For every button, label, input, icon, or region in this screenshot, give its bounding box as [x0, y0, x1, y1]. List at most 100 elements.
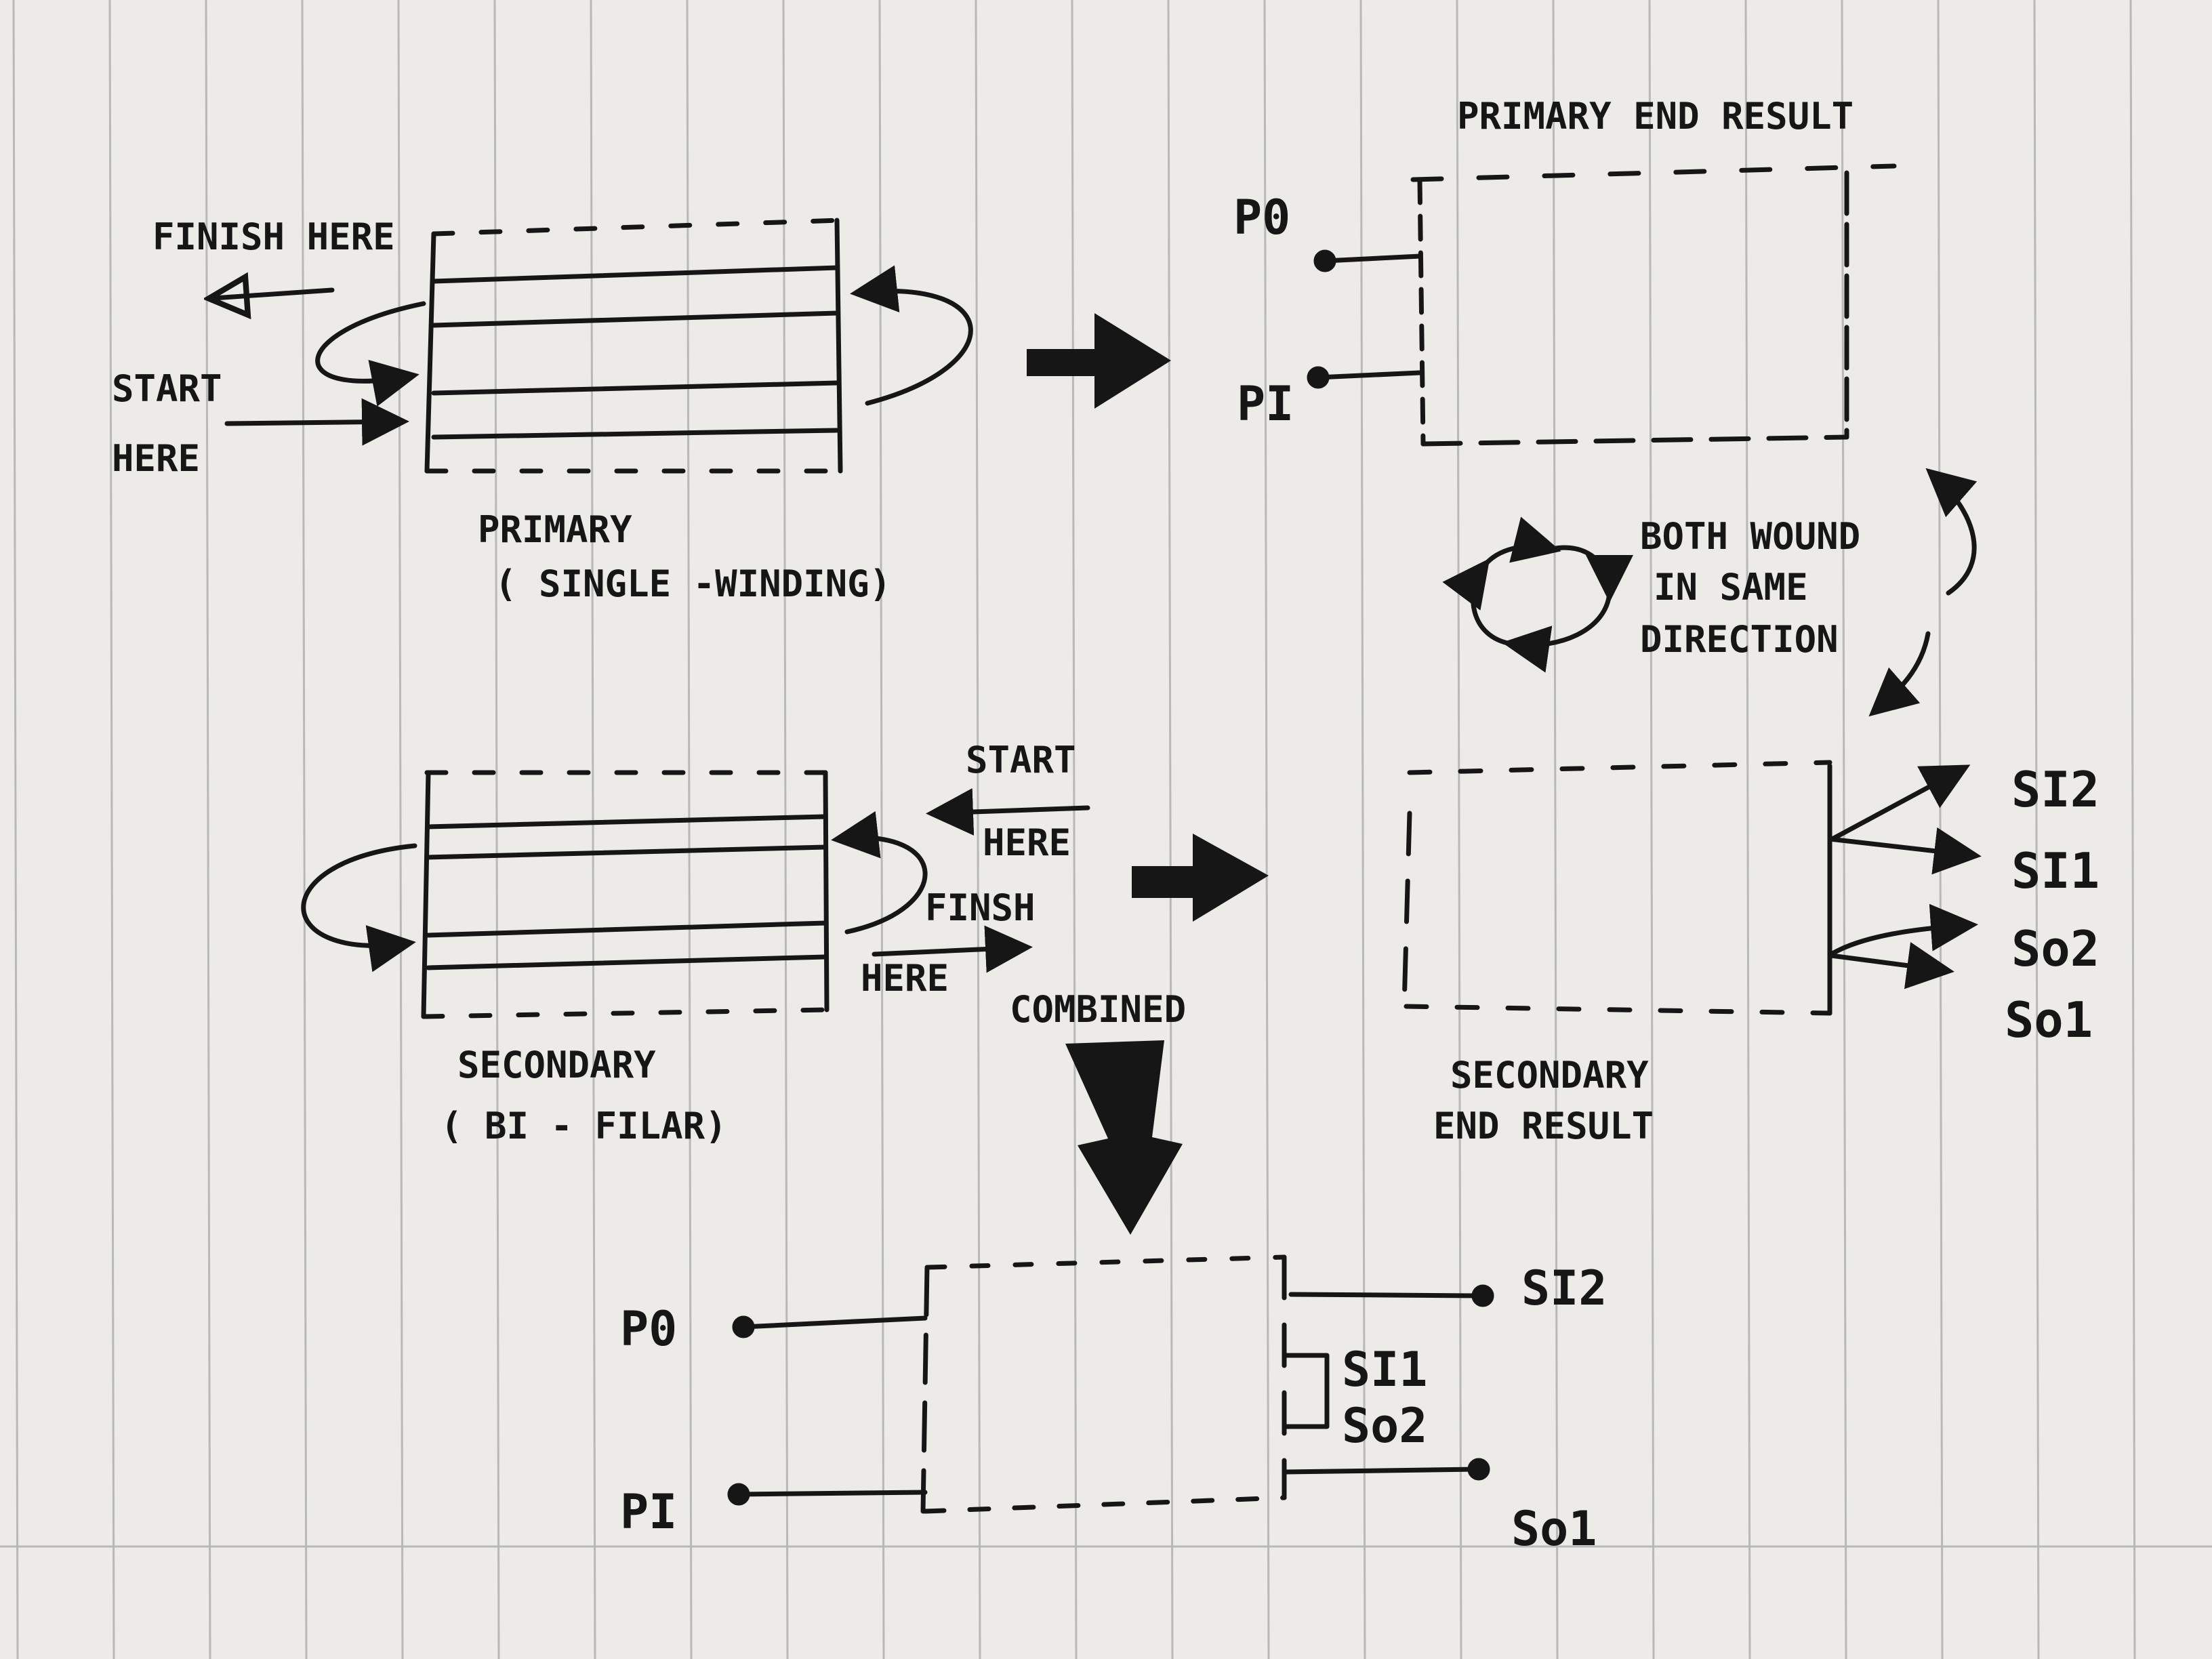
secondary-finish-label-line2: HERE — [861, 957, 949, 1000]
so2-lead-arrow — [1828, 903, 1978, 957]
combined-p1-label: PI — [620, 1484, 677, 1540]
primary-start-arrow — [224, 398, 409, 446]
secondary-subtitle: ( BI - FILAR) — [441, 1105, 727, 1147]
primary-turn-4 — [431, 428, 840, 440]
secondary-winding-diagram — [301, 770, 1090, 1019]
ruled-line — [782, 0, 789, 1659]
combined-si2-label: SI2 — [1521, 1261, 1607, 1316]
combined-si1-label: SI1 — [1342, 1342, 1427, 1397]
ruled-line — [493, 0, 500, 1659]
secondary-end-result-diagram — [1401, 760, 1982, 1016]
combined-p1-lead — [736, 1490, 928, 1497]
direction-note-line3: DIRECTION — [1640, 618, 1839, 661]
primary-core-top-edge — [431, 218, 843, 237]
secondary-result-left-edge — [1401, 811, 1412, 1009]
circle-arrow-segment-3 — [1442, 558, 1514, 647]
secondary-result-bottom-edge — [1404, 1004, 1832, 1016]
note-arrow-down — [1868, 631, 1931, 717]
combined-top-edge — [926, 1254, 1287, 1270]
circle-arrow-segment-2 — [1502, 590, 1612, 673]
primary-right-loop-arrow — [850, 265, 973, 406]
combined-bottom-edge — [922, 1495, 1287, 1514]
primary-start-label-line1: START — [112, 367, 222, 410]
direction-note-line2: IN SAME — [1654, 566, 1808, 609]
si1-lead-arrow — [1827, 827, 1982, 875]
so1-label: So1 — [2005, 991, 2093, 1048]
ruled-line — [301, 0, 308, 1659]
ruled-line — [2033, 0, 2040, 1659]
combined-p0-label: P0 — [620, 1301, 677, 1357]
primary-core-right-edge — [834, 218, 843, 474]
primary-finish-arrow — [213, 290, 335, 298]
p1-lead — [1315, 370, 1422, 380]
ruled-line — [1841, 0, 1847, 1659]
ruled-line — [1071, 0, 1078, 1659]
secondary-start-arrow — [926, 788, 1090, 836]
primary-result-title: PRIMARY END RESULT — [1457, 95, 1853, 138]
si2-lead-arrow — [1827, 764, 1971, 843]
primary-to-result-arrow-icon — [1027, 313, 1171, 409]
combined-result-diagram — [727, 1254, 1494, 1514]
combined-down-arrow-icon — [1065, 1040, 1183, 1235]
note-arrow-up — [1925, 468, 1978, 596]
circle-arrow-segment-4 — [1481, 516, 1561, 569]
primary-turn-3 — [431, 380, 840, 396]
primary-finish-label: FINISH HERE — [152, 216, 395, 258]
primary-left-loop-arrow — [315, 301, 426, 407]
secondary-to-result-arrow-icon — [1132, 834, 1269, 922]
si1-so2-jumper — [1282, 1353, 1330, 1429]
si2-label: SI2 — [2011, 761, 2100, 818]
ruled-line — [975, 0, 981, 1659]
ruled-line — [108, 0, 115, 1659]
p0-label: P0 — [1233, 190, 1290, 245]
circle-arrow-segment-1 — [1549, 545, 1633, 602]
ruled-line — [12, 0, 19, 1659]
secondary-start-label-line2: HERE — [983, 821, 1071, 864]
ruled-line — [2129, 0, 2136, 1659]
winding-direction-note — [1442, 468, 1978, 717]
combined-left-edge — [920, 1265, 930, 1514]
primary-subtitle: ( SINGLE -WINDING) — [495, 562, 891, 605]
primary-title: PRIMARY — [478, 508, 632, 551]
combined-so1-terminal — [1467, 1458, 1490, 1481]
secondary-core-right-edge — [823, 770, 830, 1012]
secondary-core-bottom-edge — [421, 1007, 830, 1019]
primary-start-label-line2: HERE — [112, 437, 200, 480]
secondary-turn-4 — [426, 954, 828, 970]
ruled-line — [1456, 0, 1462, 1659]
primary-winding-diagram — [213, 218, 973, 474]
secondary-result-title-line2: END RESULT — [1433, 1105, 1654, 1147]
ruled-line — [1263, 0, 1270, 1659]
secondary-finish-label-line1: FINSH — [925, 886, 1036, 929]
combined-so2-label: So2 — [1342, 1398, 1427, 1454]
ruled-line — [1552, 0, 1559, 1659]
secondary-result-top-edge — [1407, 760, 1832, 775]
so1-lead-arrow — [1828, 942, 1954, 989]
ruled-line — [1167, 0, 1174, 1659]
secondary-title: SECONDARY — [457, 1044, 656, 1086]
p1-label: PI — [1237, 376, 1294, 432]
secondary-result-title-line1: SECONDARY — [1450, 1054, 1649, 1097]
secondary-left-loop-arrow — [301, 843, 417, 972]
secondary-right-loop-arrow — [831, 811, 928, 935]
ruled-line — [1359, 0, 1366, 1659]
secondary-turn-3 — [426, 920, 828, 938]
primary-result-left-edge — [1417, 177, 1426, 447]
ruled-line — [1648, 0, 1655, 1659]
primary-result-top-edge — [1410, 163, 1897, 182]
combined-p0-lead — [741, 1315, 928, 1330]
combined-si2-lead — [1288, 1292, 1483, 1298]
secondary-turn-1 — [426, 814, 828, 830]
ruled-line — [686, 0, 693, 1659]
primary-end-result-diagram — [1307, 163, 1897, 447]
primary-result-bottom-edge — [1420, 434, 1849, 447]
secondary-start-label-line1: START — [966, 739, 1076, 781]
primary-turn-2 — [431, 310, 840, 328]
ruled-line — [1744, 0, 1751, 1659]
ruled-line — [397, 0, 404, 1659]
p0-lead — [1322, 253, 1422, 264]
primary-core-left-edge — [424, 231, 436, 474]
combined-so1-lead — [1282, 1467, 1480, 1475]
si1-label: SI1 — [2011, 842, 2100, 899]
